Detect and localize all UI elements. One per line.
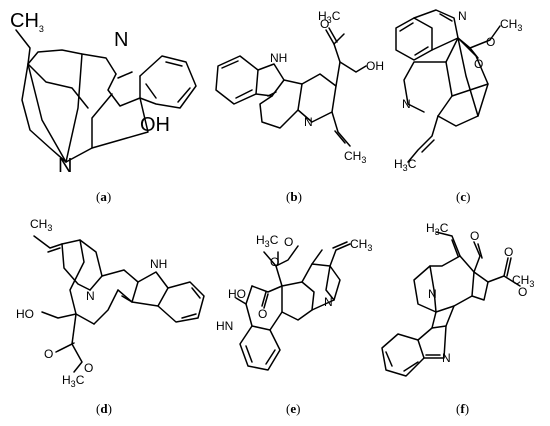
- structure-e-ester-methyl-sub: 3: [265, 239, 270, 249]
- structure-e: H3C O O CH3 HO O HN N (e): [216, 233, 372, 416]
- structure-f-ethylidene-h: H: [426, 221, 435, 235]
- svg-text:H3C: H3C: [394, 157, 417, 173]
- structure-f-bonds: [381, 231, 521, 377]
- svg-text:H3C: H3C: [256, 233, 279, 249]
- structure-c-imine-n: N: [458, 9, 467, 23]
- structure-a: CH3 N OH N (a): [10, 10, 197, 204]
- structure-a-methyl-sub: 3: [39, 24, 44, 34]
- structure-b-methyl: CH: [344, 149, 361, 163]
- structure-b-ester-o: O: [320, 17, 329, 31]
- structure-e-nh: HN: [216, 319, 233, 333]
- structure-e-ester-o1: O: [284, 235, 293, 249]
- structure-d-methyl: CH: [30, 217, 47, 231]
- structure-e-bonds: [235, 241, 351, 371]
- structure-d-bonds: [33, 235, 205, 373]
- structure-b-nh: NH: [270, 51, 287, 65]
- structure-f-ester-o1: O: [504, 245, 513, 259]
- structure-c-ester-methyl: CH: [500, 17, 517, 31]
- svg-text:CH3: CH3: [350, 237, 372, 253]
- structure-e-ester-o2: O: [270, 255, 279, 269]
- structure-d-hydroxyl: HO: [16, 307, 34, 321]
- svg-text:CH3: CH3: [30, 217, 52, 233]
- structure-d-amine-n: N: [86, 289, 95, 303]
- structure-d-methyl-sub: 3: [47, 223, 52, 233]
- structure-c-ester-methyl-sub: 3: [517, 23, 522, 33]
- structure-e-ester-methyl-h: H: [256, 233, 265, 247]
- structure-b-bonds: [215, 27, 367, 147]
- structure-b: NH N O H3C OH CH3 (b): [215, 9, 384, 204]
- svg-text:H3C: H3C: [62, 373, 85, 389]
- caption-d: (d): [96, 401, 112, 416]
- svg-text:CH3: CH3: [344, 149, 366, 165]
- caption-a: (a): [96, 189, 111, 204]
- structure-b-hydroxyl: OH: [366, 59, 384, 73]
- svg-text:CH3: CH3: [10, 10, 44, 34]
- structure-f-ester-methyl: CH: [512, 273, 529, 287]
- structure-c-ethylidene-sub: 3: [403, 163, 408, 173]
- structure-f-ester-methyl-sub: 3: [529, 279, 534, 289]
- structure-a-hydroxyl: OH: [140, 114, 170, 136]
- structure-b-ester-methyl-c: C: [332, 9, 341, 23]
- structure-f-amine-n: N: [428, 287, 437, 301]
- structure-f: H3C N O O O CH3 N (f): [381, 221, 534, 416]
- structure-a-imine-n: N: [114, 29, 128, 51]
- structure-d: CH3 NH N HO O O H3C (d): [16, 217, 205, 416]
- structure-b-ester-methyl-sub: 3: [327, 15, 332, 25]
- structure-e-amine-n: N: [324, 295, 333, 309]
- structure-b-ester-methyl: H: [318, 9, 327, 23]
- structure-a-amine-n: N: [58, 155, 72, 177]
- structure-b-amine-n: N: [304, 115, 313, 129]
- structure-c-ester-o1: O: [474, 57, 483, 71]
- structure-c-bonds: [395, 9, 501, 163]
- structure-c-amine-n: N: [402, 97, 411, 111]
- structure-d-ester-methyl-c: C: [76, 373, 85, 387]
- structure-c-ethylidene-c: C: [408, 157, 417, 171]
- caption-f: (f): [456, 401, 469, 416]
- svg-text:CH3: CH3: [512, 273, 534, 289]
- structure-d-ester-methyl-sub: 3: [71, 379, 76, 389]
- structure-a-methyl: CH: [10, 10, 39, 32]
- svg-text:CH3: CH3: [500, 17, 522, 33]
- structure-e-methyl: CH: [350, 237, 367, 251]
- structure-f-ethylidene-c: C: [440, 221, 449, 235]
- svg-text:H3C: H3C: [318, 9, 341, 25]
- structure-f-indolenine-n: N: [442, 351, 451, 365]
- structure-f-ethylidene-sub: 3: [435, 227, 440, 237]
- structure-c-ethylidene-h: H: [394, 157, 403, 171]
- structure-a-bonds: [15, 29, 197, 163]
- structure-f-aldehyde-o: O: [470, 229, 479, 243]
- structure-e-methyl-sub: 3: [367, 243, 372, 253]
- structure-c-ester-o2: O: [486, 35, 495, 49]
- structure-d-ester-o1: O: [44, 347, 53, 361]
- structure-e-ketone-o: O: [258, 307, 267, 321]
- structure-c: N O O CH3 N H3C (c): [394, 9, 522, 204]
- structure-d-ester-methyl-h: H: [62, 373, 71, 387]
- structure-e-ester-methyl-c: C: [270, 233, 279, 247]
- caption-e: (e): [286, 401, 300, 416]
- structure-f-ester-o2: O: [518, 285, 527, 299]
- structure-e-hydroxyl: HO: [228, 287, 246, 301]
- caption-b: (b): [286, 189, 302, 204]
- structure-d-nh: NH: [150, 257, 167, 271]
- structure-b-methyl-sub: 3: [361, 155, 366, 165]
- svg-text:H3C: H3C: [426, 221, 449, 237]
- caption-c: (c): [456, 189, 470, 204]
- structure-d-ester-o2: O: [84, 361, 93, 375]
